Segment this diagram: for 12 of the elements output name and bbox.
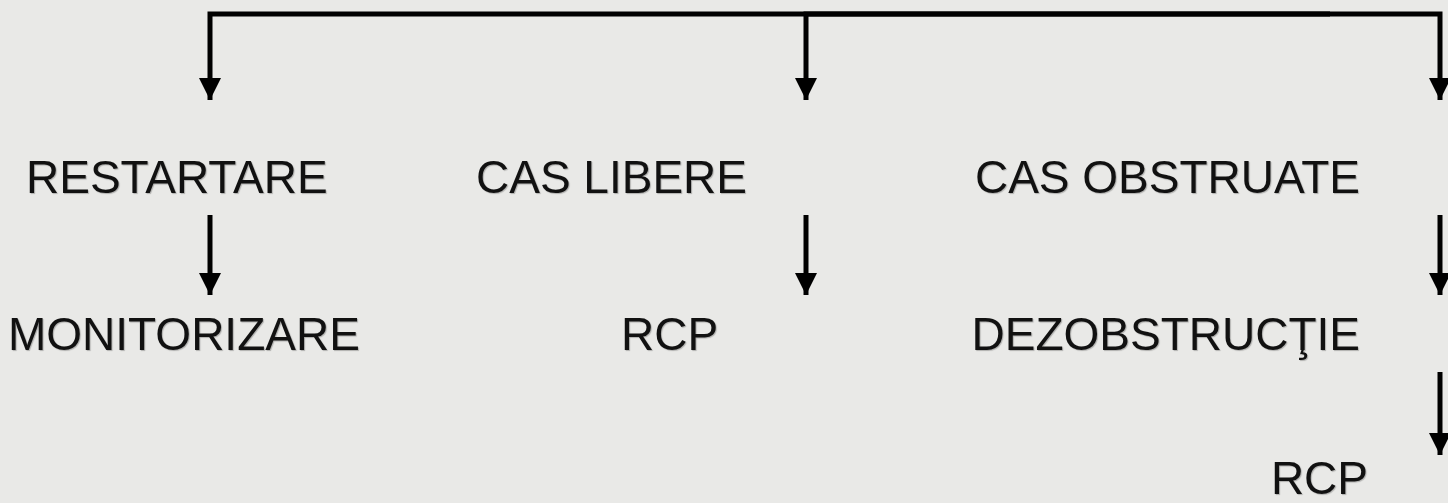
arrow xyxy=(795,11,1330,100)
step-label: CAS LIBERE xyxy=(470,100,820,200)
arrow xyxy=(1429,215,1448,295)
arrow xyxy=(1330,11,1448,100)
arrow xyxy=(199,215,221,295)
step-label: RESTARTARE xyxy=(20,100,350,200)
step-label: RCP xyxy=(1265,455,1448,501)
step-label: RCP xyxy=(615,295,820,357)
arrow xyxy=(795,215,817,295)
step-label: MONITORIZARE xyxy=(4,295,424,357)
step-label: CAS OBSTRUATE xyxy=(885,100,1448,200)
arrow xyxy=(1429,372,1448,455)
